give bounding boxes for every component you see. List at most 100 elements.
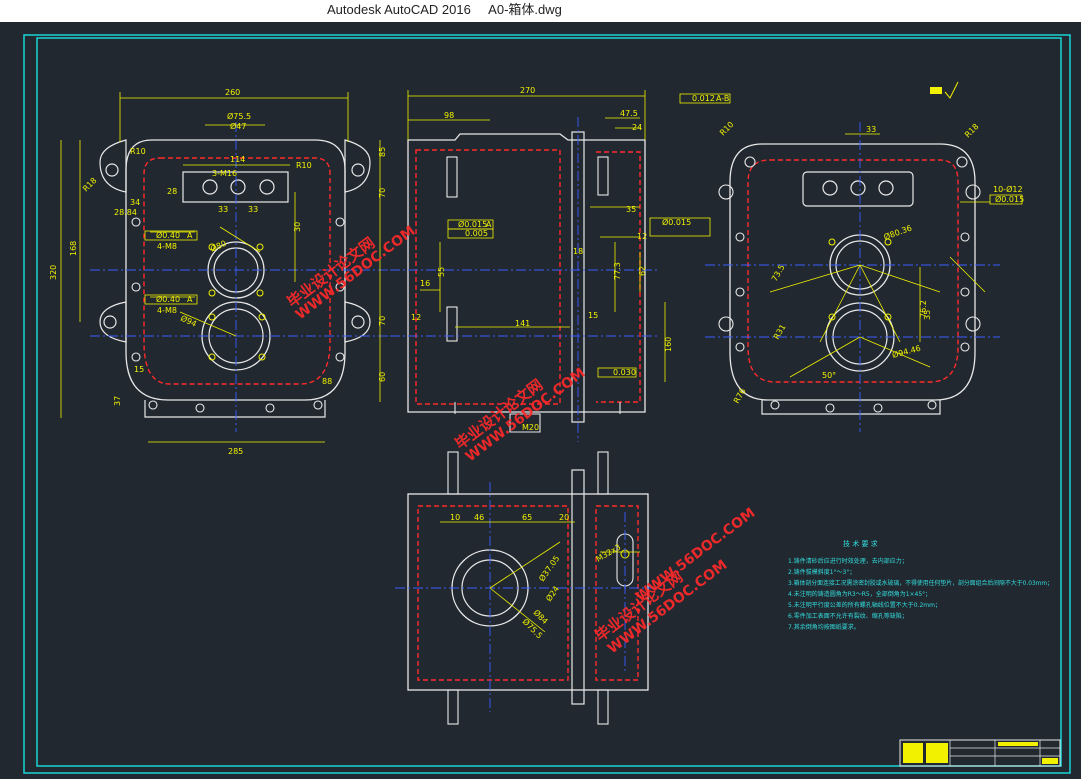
dim-r10-right: R10 bbox=[718, 120, 736, 138]
tol-ref-1: A bbox=[187, 231, 193, 240]
dim-88: 88 bbox=[322, 377, 332, 386]
left-small-holes bbox=[208, 243, 266, 361]
right-top-cover bbox=[802, 171, 914, 207]
lug-hole bbox=[351, 315, 365, 329]
drawing-canvas[interactable]: 260 Ø75.5 Ø47 114 3-M16 28 34 33 33 28.8… bbox=[0, 22, 1081, 779]
dim-d47: Ø47 bbox=[230, 121, 246, 131]
tech-note-3: 3.箱体剖分面连接工况需涂密封胶或水玻璃，不得使用任何垫片，剖分面组合后间隙不大… bbox=[788, 579, 1053, 587]
bottom-center-lines bbox=[395, 482, 660, 712]
dim-r10b: R10 bbox=[296, 161, 312, 170]
cover-hole bbox=[259, 179, 275, 195]
bottom-view: 10 46 65 20 Ø37.05 Ø24 Ø75.5 Ø84 M32x3 bbox=[395, 451, 660, 725]
dim-33b: 33 bbox=[248, 205, 258, 214]
lug-hole bbox=[105, 163, 119, 177]
title-block-logo bbox=[903, 743, 923, 763]
dim-76-2: 76.2 bbox=[919, 300, 928, 318]
cover-hole bbox=[850, 180, 866, 196]
dim-20-bottom: 20 bbox=[559, 513, 569, 522]
dim-62: 62 bbox=[638, 266, 647, 276]
watermarks: 毕业设计论文网 WWW.56DOC.COM 毕业设计论文网 WWW.56DOC.… bbox=[284, 223, 759, 657]
left-dim-lines bbox=[60, 92, 381, 443]
dim-47-5: 47.5 bbox=[620, 109, 638, 118]
middle-feet bbox=[454, 402, 621, 433]
dim-73-5: 73.5 bbox=[770, 263, 787, 283]
title-block-grid bbox=[949, 740, 1060, 766]
right-bolt-holes bbox=[718, 156, 981, 413]
slot-top bbox=[446, 156, 458, 198]
cover-hole bbox=[202, 179, 218, 195]
shaft-bottom-right bbox=[597, 689, 609, 725]
tol-value-2: Ø0.40 bbox=[156, 294, 180, 304]
left-outline bbox=[125, 139, 346, 401]
right-dim-lines bbox=[769, 133, 990, 378]
dim-3-m16: 3-M16 bbox=[212, 169, 237, 178]
dim-bore-94-46: Ø94.46 bbox=[891, 343, 922, 360]
dim-slot: M32x3 bbox=[595, 542, 623, 563]
dim-r18: R18 bbox=[81, 176, 99, 194]
dim-37: 37 bbox=[113, 396, 122, 406]
left-top-cover bbox=[182, 171, 289, 203]
dim-10-bottom: 10 bbox=[450, 513, 460, 522]
bottom-outline bbox=[407, 493, 649, 691]
bottom-hidden bbox=[417, 505, 569, 681]
lug-hole bbox=[103, 315, 117, 329]
title-block bbox=[899, 739, 1061, 767]
tol-flatness-ref: A-B bbox=[716, 94, 729, 103]
cover-hole bbox=[230, 179, 246, 195]
dim-10-d12: 10-Ø12 bbox=[993, 184, 1023, 194]
thread-4-m8-a: 4-M8 bbox=[157, 242, 177, 251]
cad-drawing: 260 Ø75.5 Ø47 114 3-M16 28 34 33 33 28.8… bbox=[23, 34, 1071, 774]
window-title-bar: Autodesk AutoCAD 2016 A0-箱体.dwg bbox=[0, 0, 1081, 22]
lug-hole bbox=[351, 163, 365, 177]
left-view: 260 Ø75.5 Ø47 114 3-M16 28 34 33 33 28.8… bbox=[49, 88, 390, 456]
roughness-flag bbox=[930, 87, 942, 94]
tol-par-frame bbox=[597, 367, 637, 378]
left-base bbox=[144, 400, 326, 418]
title-block-bar bbox=[998, 742, 1038, 746]
dim-15: 15 bbox=[134, 365, 144, 374]
left-edge-bolt-holes bbox=[131, 217, 345, 413]
cover-hole bbox=[822, 180, 838, 196]
tol-right-frame bbox=[649, 217, 711, 237]
tol-right-value: Ø0.015 bbox=[662, 217, 691, 227]
tol-right-holes bbox=[989, 194, 1023, 205]
tol-frame-2 bbox=[144, 294, 198, 305]
middle-outline bbox=[407, 133, 646, 413]
right-outline bbox=[729, 143, 976, 401]
dim-34: 34 bbox=[130, 198, 140, 207]
dim-285: 285 bbox=[228, 447, 243, 456]
dim-30: 30 bbox=[293, 222, 302, 232]
middle-hidden bbox=[415, 149, 561, 405]
tol-val2: 0.005 bbox=[465, 229, 488, 238]
app-name: Autodesk AutoCAD 2016 bbox=[327, 2, 471, 17]
file-name: A0-箱体.dwg bbox=[488, 2, 562, 17]
slot-bottom bbox=[446, 306, 458, 342]
dim-18: 18 bbox=[573, 247, 583, 256]
dim-bore-24: Ø24 bbox=[543, 584, 561, 603]
left-center-lines bbox=[90, 122, 390, 432]
right-view: R10 R18 33 10-Ø12 Ø0.015 Ø80.36 Ø94.46 7… bbox=[705, 81, 1024, 432]
bottom-hidden-right bbox=[595, 505, 639, 681]
dim-114: 114 bbox=[230, 155, 245, 164]
middle-view: 0.012 A-B 270 98 47.5 24 35 18 12 141 15… bbox=[390, 86, 731, 442]
tech-note-1: 1.铸件清砂后应进行时效处理，去内部应力； bbox=[788, 557, 908, 565]
dim-77-3: 77.3 bbox=[613, 262, 622, 280]
dim-46: 46 bbox=[474, 513, 484, 522]
tol-ref-2: A bbox=[187, 295, 193, 304]
dim-98: 98 bbox=[444, 111, 454, 120]
dim-55: 55 bbox=[437, 267, 446, 277]
title-block-bar bbox=[1042, 758, 1058, 764]
tol-value-1: Ø0.40 bbox=[156, 230, 180, 240]
dim-bore-94: Ø94 bbox=[179, 313, 198, 329]
cover-hole bbox=[878, 180, 894, 196]
dim-bore-37-05: Ø37.05 bbox=[536, 553, 561, 583]
roughness-symbol bbox=[944, 81, 959, 99]
thread-4-m8-b: 4-M8 bbox=[157, 306, 177, 315]
shaft-top-left bbox=[447, 451, 459, 495]
dim-70a: 70 bbox=[378, 188, 387, 198]
middle-dim-lines bbox=[407, 90, 666, 382]
dim-12: 12 bbox=[637, 232, 647, 241]
dim-65: 65 bbox=[522, 513, 532, 522]
right-base bbox=[761, 400, 941, 415]
bottom-slot bbox=[616, 533, 634, 587]
